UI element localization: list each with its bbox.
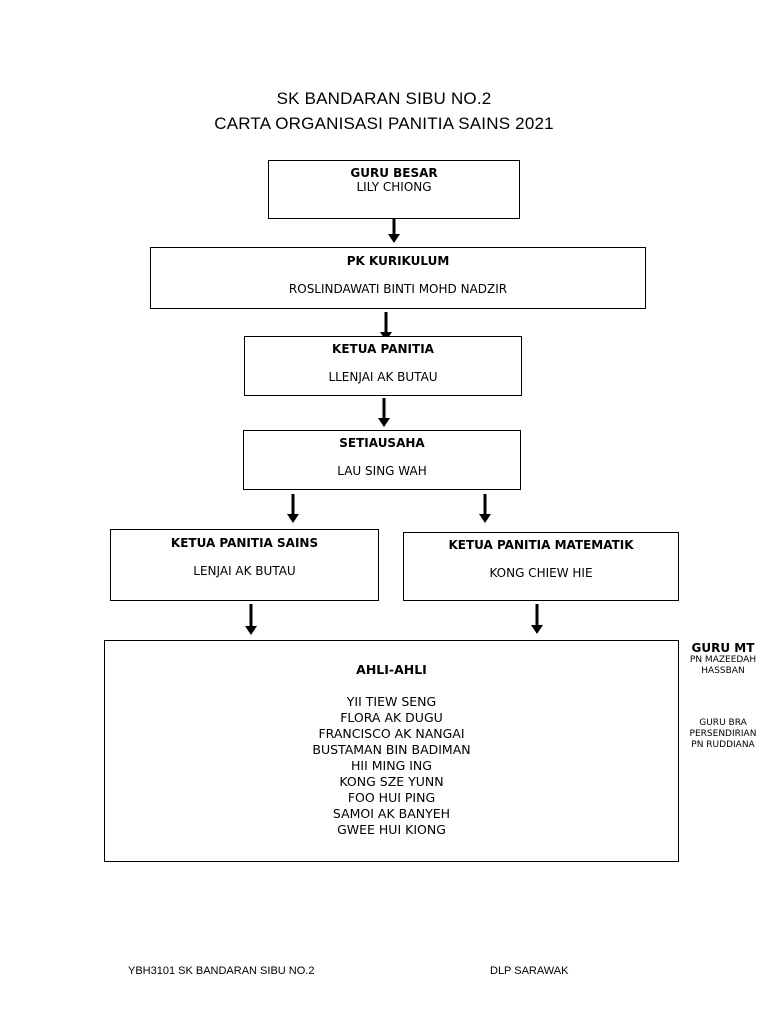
list-item: FOO HUI PING [347,790,436,805]
school-title: SK BANDARAN SIBU NO.2 [276,89,492,108]
node-guru-besar: GURU BESAR LILY CHIONG [268,160,520,219]
arrowhead-setiausaha-to-sains [287,514,299,523]
ahli-title: AHLI-AHLI [356,662,427,677]
list-item: GWEE HUI KIONG [337,822,446,837]
node-title: PK KURIKULUM [346,254,450,268]
arrowhead-sains-to-ahli [245,626,257,635]
arrowhead-setiausaha-to-matematik [479,514,491,523]
node-title: GURU BESAR [350,166,438,180]
arrowhead-matematik-to-ahli [531,625,543,634]
node-name: LENJAI AK BUTAU [193,564,296,578]
side-panel-guru-mt: GURU MT PN MAZEEDAH HASSBAN GURU BRA PER… [678,641,768,751]
list-item: HII MING ING [351,758,432,773]
side-group-2: GURU BRA PERSENDIRIAN PN RUDDIANA [678,718,768,751]
arrowhead-ketua-to-setiausaha [378,418,390,427]
node-title: KETUA PANITIA MATEMATIK [448,538,634,552]
side-group-1: PN MAZEEDAH HASSBAN [678,655,768,677]
list-item: KONG SZE YUNN [339,774,444,789]
node-ketua-panitia-sains: KETUA PANITIA SAINS LENJAI AK BUTAU [110,529,379,601]
side-line: PERSENDIRIAN [689,729,757,739]
member-list: YII TIEW SENG FLORA AK DUGU FRANCISCO AK… [105,694,678,838]
list-item: YII TIEW SENG [346,694,437,709]
node-title: KETUA PANITIA SAINS [170,536,319,550]
side-line: HASSBAN [701,666,745,676]
node-ahli-ahli: AHLI-AHLI YII TIEW SENG FLORA AK DUGU FR… [104,640,679,862]
node-title: SETIAUSAHA [339,436,425,450]
node-name: KONG CHIEW HIE [489,566,593,580]
side-line: GURU BRA [699,718,747,728]
list-item: SAMOI AK BANYEH [332,806,451,821]
list-item: BUSTAMAN BIN BADIMAN [312,742,471,757]
node-name: LLENJAI AK BUTAU [328,370,438,384]
node-pk-kurikulum: PK KURIKULUM ROSLINDAWATI BINTI MOHD NAD… [150,247,646,309]
node-name: LILY CHIONG [356,180,432,194]
arrowhead-guru-to-pk [388,234,400,243]
node-setiausaha: SETIAUSAHA LAU SING WAH [243,430,521,490]
node-name: ROSLINDAWATI BINTI MOHD NADZIR [288,282,508,296]
footer-right: DLP SARAWAK [490,965,569,977]
side-line: PN RUDDIANA [691,740,755,750]
list-item: FLORA AK DUGU [340,710,443,725]
node-title: KETUA PANITIA [332,342,434,356]
side-line: PN MAZEEDAH [689,655,757,665]
node-ketua-panitia-matematik: KETUA PANITIA MATEMATIK KONG CHIEW HIE [403,532,679,601]
chart-title: CARTA ORGANISASI PANITIA SAINS 2021 [214,114,554,133]
node-ketua-panitia: KETUA PANITIA LLENJAI AK BUTAU [244,336,522,396]
node-name: LAU SING WAH [337,464,427,478]
side-heading: GURU MT [691,641,755,655]
list-item: FRANCISCO AK NANGAI [318,726,465,741]
footer-left: YBH3101 SK BANDARAN SIBU NO.2 [128,965,315,977]
